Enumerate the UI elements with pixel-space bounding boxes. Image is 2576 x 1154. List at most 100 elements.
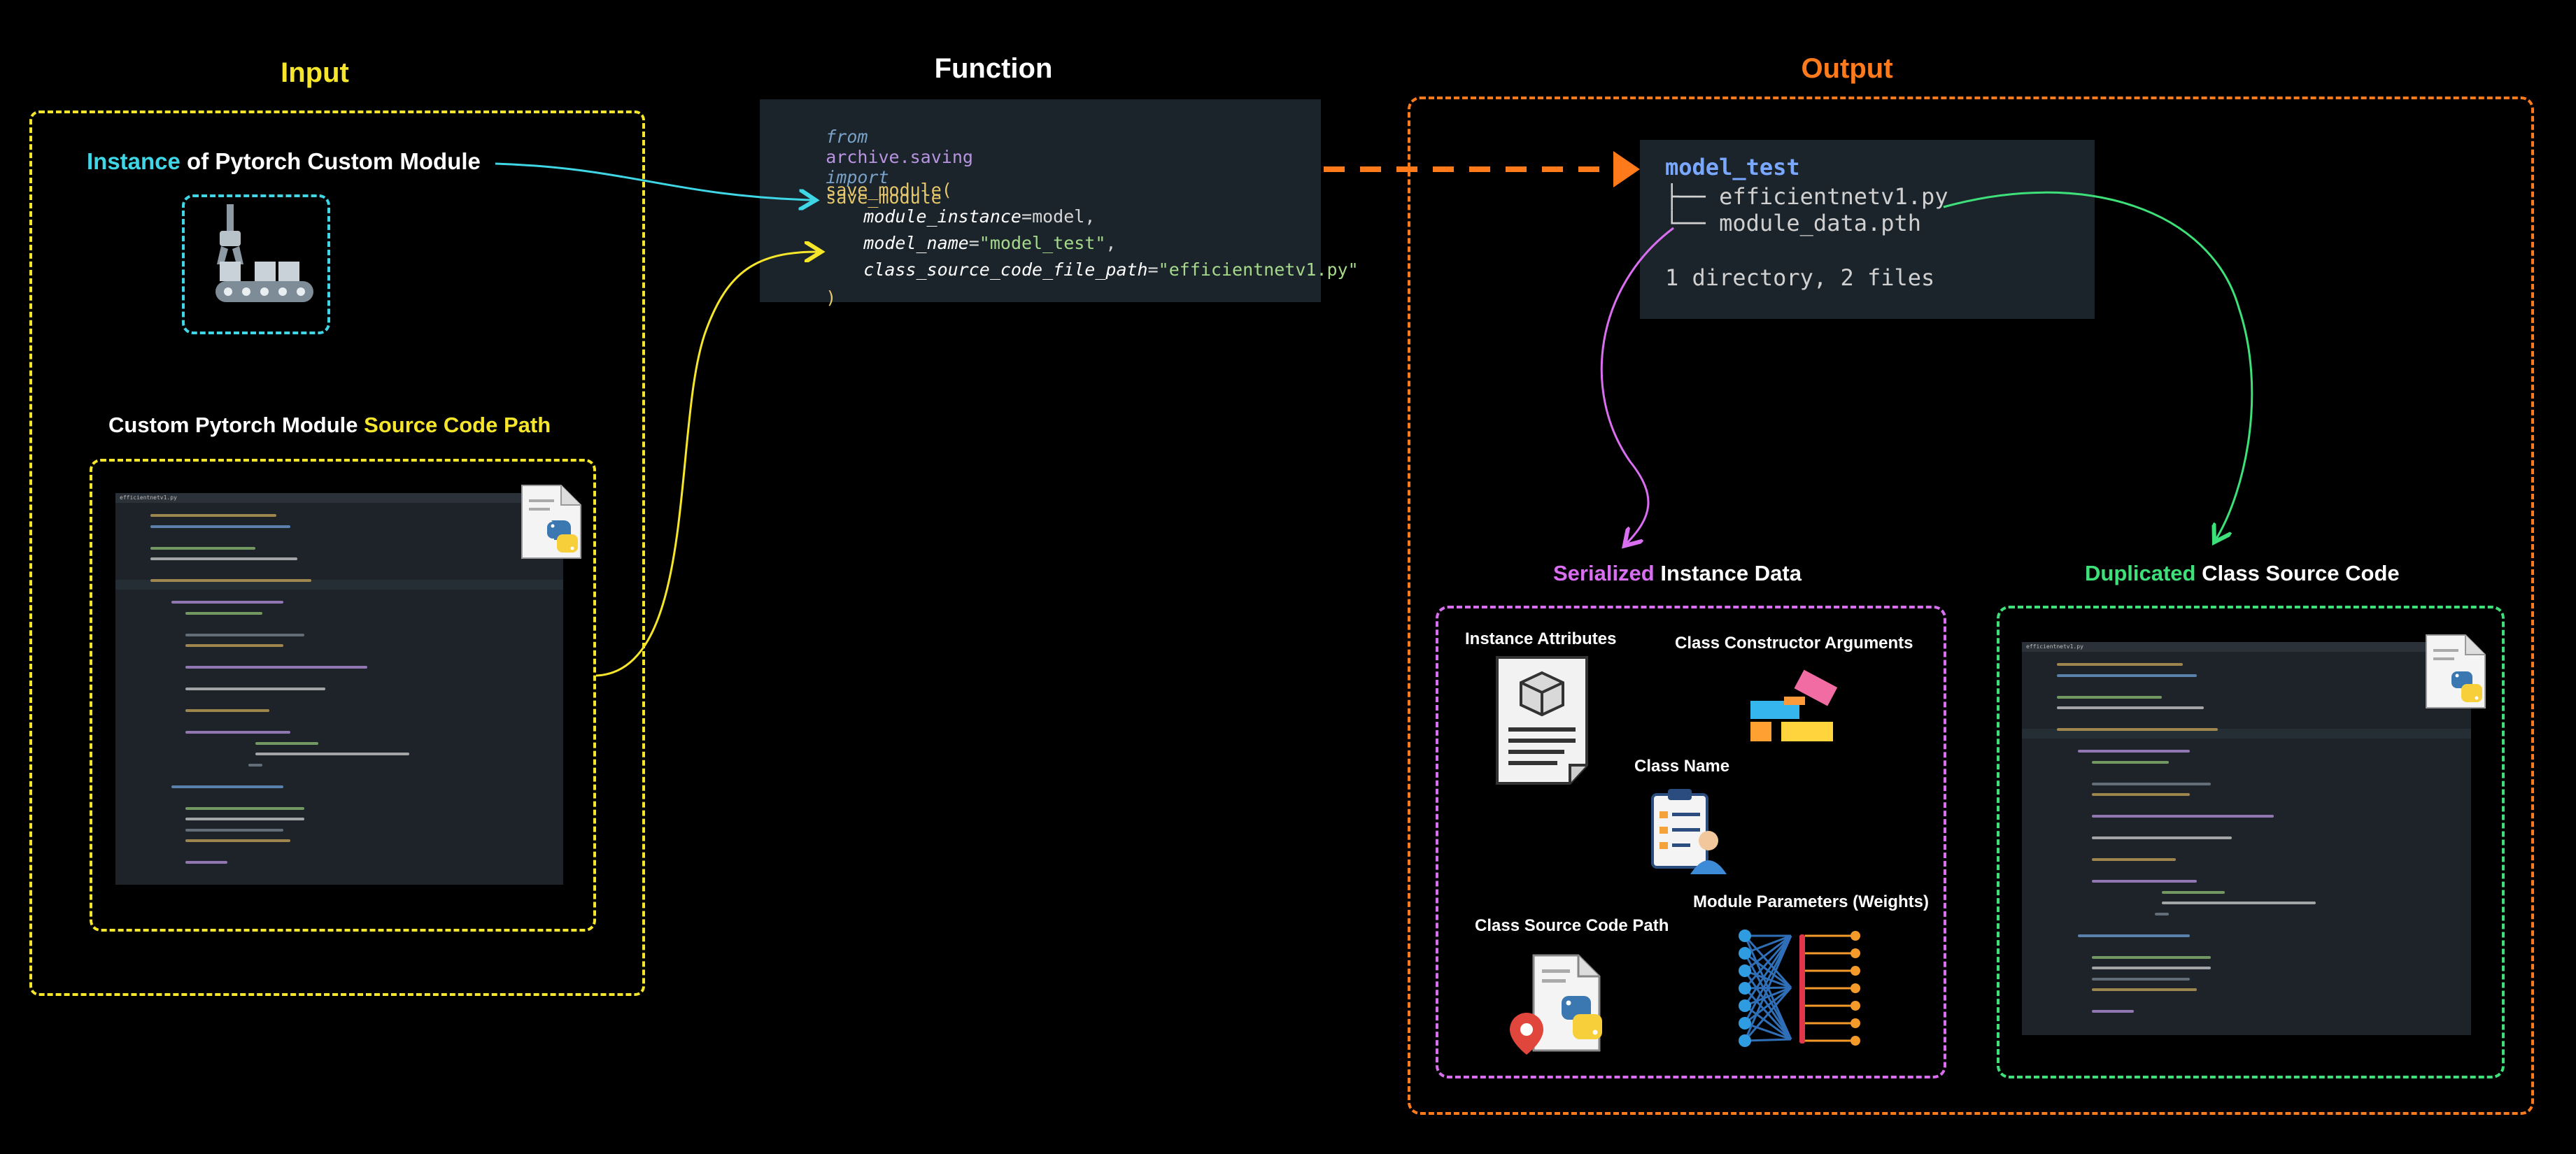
code-line — [185, 633, 304, 636]
source-path-label: Custom Pytorch Module Source Code Path — [108, 413, 551, 438]
code-line — [2092, 782, 2211, 785]
code-line — [2057, 663, 2183, 666]
arg3-name: class_source_code_file_path — [863, 259, 1148, 280]
code-line — [2092, 977, 2190, 981]
document-box-icon — [1496, 656, 1588, 785]
code-line — [185, 818, 304, 820]
code-line — [150, 514, 276, 517]
code-line — [185, 666, 367, 669]
code-line — [248, 763, 262, 767]
arg2-name: model_name — [863, 233, 969, 253]
arg1-value: model, — [1032, 206, 1096, 227]
instance-label-highlight: Instance — [87, 148, 181, 174]
duplicated-title-highlight: Duplicated — [2085, 561, 2196, 585]
code-line — [2057, 695, 2162, 699]
code-line — [2078, 934, 2190, 937]
from-keyword: from — [826, 127, 868, 147]
editor-tab-bar: efficientnetv1.py — [115, 493, 563, 503]
code-line — [2162, 890, 2225, 894]
duplicated-code-frame — [1997, 606, 2505, 1078]
code-line — [185, 709, 269, 712]
code-line — [2092, 880, 2197, 883]
source-code-screenshot: efficientnetv1.py — [115, 493, 563, 885]
duplicated-code-screenshot: efficientnetv1.py — [2022, 642, 2471, 1035]
code-line — [2155, 912, 2169, 916]
duplicated-title-text: Class Source Code — [2195, 561, 2400, 585]
neural-network-icon — [1739, 929, 1860, 1047]
code-line — [255, 753, 409, 755]
class-constructor-arguments-label: Class Constructor Arguments — [1675, 634, 1913, 653]
arg2-comma: , — [1105, 233, 1117, 253]
import-keyword: import — [826, 167, 889, 187]
arg3-value: "efficientnetv1.py" — [1158, 259, 1359, 280]
code-line — [185, 644, 283, 647]
output-title: Output — [1801, 53, 1893, 84]
import-line: from archive.saving import save_module — [784, 106, 973, 228]
arg1-equals: = — [1021, 206, 1033, 227]
code-line — [255, 741, 318, 745]
instance-attributes-label: Instance Attributes — [1465, 629, 1617, 648]
instance-label: Instance of Pytorch Custom Module — [87, 148, 481, 175]
tree-summary: 1 directory, 2 files — [1665, 264, 1935, 291]
code-line — [185, 839, 290, 842]
arg3-equals: = — [1147, 259, 1159, 280]
code-line — [150, 525, 290, 528]
code-line — [185, 731, 290, 734]
serialized-title: Serialized Instance Data — [1553, 561, 1802, 586]
building-blocks-icon — [1750, 669, 1838, 741]
class-source-code-path-label: Class Source Code Path — [1475, 916, 1669, 935]
arg1-line: module_instance=model, — [821, 186, 1095, 247]
code-line — [2092, 760, 2169, 764]
robot-arm-conveyor-icon — [215, 204, 313, 302]
instance-icon-frame — [182, 194, 330, 334]
code-line — [185, 861, 227, 864]
editor-tab-label: efficientnetv1.py — [2026, 643, 2083, 650]
instance-label-text: of Pytorch Custom Module — [180, 148, 481, 174]
editor-tab-label: efficientnetv1.py — [120, 494, 177, 501]
code-line — [185, 828, 283, 832]
code-line — [2162, 902, 2316, 904]
function-code-block: from archive.saving import save_module s… — [760, 99, 1359, 308]
code-line — [171, 601, 283, 604]
source-path-label-text: Custom Pytorch Module — [108, 413, 365, 437]
code-line — [2092, 793, 2190, 796]
module-path: archive.saving — [826, 147, 973, 167]
code-line — [2057, 706, 2204, 709]
call-close-line: ) — [784, 267, 836, 328]
arg1-name: module_instance — [863, 206, 1021, 227]
code-line — [2092, 988, 2197, 991]
call-close-paren: ) — [826, 287, 837, 308]
call-function-name: save_module( — [826, 180, 952, 200]
clipboard-person-icon — [1651, 789, 1727, 874]
input-title: Input — [281, 57, 349, 88]
code-line — [150, 557, 297, 560]
output-container — [1408, 97, 2534, 1115]
editor-highlight-line — [115, 580, 563, 590]
code-line — [150, 546, 255, 550]
function-title: Function — [934, 53, 1053, 84]
code-line — [150, 579, 311, 582]
code-line — [2092, 1010, 2134, 1013]
editor-highlight-line-copy — [2022, 729, 2471, 739]
arg2-equals: = — [968, 233, 979, 253]
code-line — [2092, 955, 2211, 959]
tree-root: model_test — [1665, 154, 1800, 180]
code-line — [2092, 815, 2274, 818]
code-line — [171, 785, 283, 788]
tree-file-pth: └── module_data.pth — [1665, 210, 1922, 236]
code-line — [2057, 674, 2197, 677]
python-file-icon — [521, 485, 581, 559]
code-line — [2092, 858, 2176, 861]
code-line — [2092, 967, 2211, 969]
arg2-line: model_name="model_test", — [821, 213, 1116, 273]
serialized-title-highlight: Serialized — [1553, 561, 1655, 585]
imported-function: save_module — [826, 187, 942, 208]
code-line — [2078, 750, 2190, 753]
code-line — [185, 611, 262, 615]
call-open-line: save_module( — [784, 159, 952, 220]
code-line — [185, 806, 304, 810]
directory-tree: model_test ├── efficientnetv1.py └── mod… — [1640, 140, 2095, 319]
source-code-frame — [90, 459, 596, 932]
serialized-title-text: Instance Data — [1654, 561, 1802, 585]
arg2-value: "model_test" — [979, 233, 1106, 253]
